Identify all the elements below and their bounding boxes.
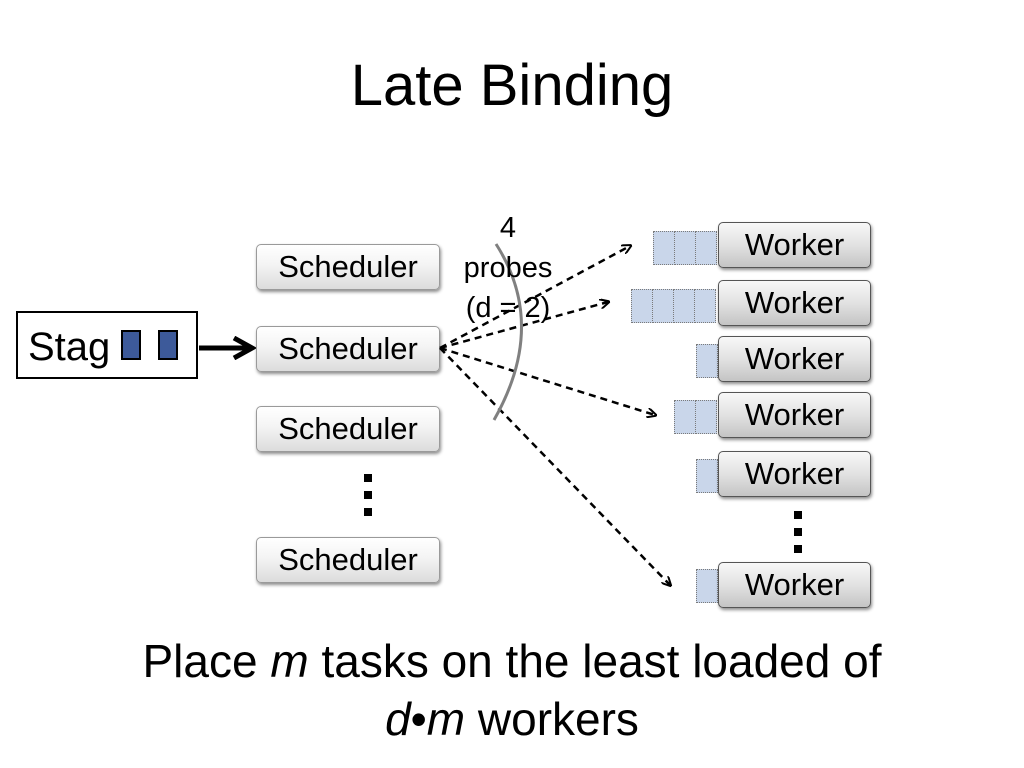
- task-block: [158, 330, 178, 360]
- worker-label: Worker: [744, 227, 845, 262]
- task-block: [121, 330, 141, 360]
- worker-box: Worker: [718, 222, 871, 268]
- worker-box: Worker: [718, 392, 871, 438]
- caption-m2: m: [426, 693, 466, 745]
- probe-arrow: [439, 302, 608, 350]
- probes-label: 4 probes (d = 2): [450, 208, 566, 328]
- worker-queue: [653, 231, 717, 265]
- scheduler-box: Scheduler: [256, 326, 440, 372]
- stage-label: Stag: [28, 325, 111, 369]
- worker-box: Worker: [718, 336, 871, 382]
- probes-param: (d = 2): [465, 292, 551, 324]
- worker-label: Worker: [744, 285, 845, 320]
- scheduler-label: Scheduler: [278, 249, 418, 284]
- probes-word: probes: [463, 252, 553, 284]
- scheduler-label: Scheduler: [278, 331, 418, 366]
- worker-queue: [696, 569, 718, 603]
- worker-label: Worker: [744, 341, 845, 376]
- scheduler-box: Scheduler: [256, 406, 440, 452]
- caption-d: d: [385, 693, 411, 745]
- caption-bullet: •: [410, 693, 427, 745]
- probes-count: 4: [499, 212, 517, 244]
- worker-label: Worker: [744, 456, 845, 491]
- probe-arc: [492, 243, 523, 421]
- worker-box: Worker: [718, 451, 871, 497]
- caption-pre: Place: [142, 635, 271, 687]
- slide-title: Late Binding: [350, 53, 674, 118]
- worker-ellipsis: [794, 511, 804, 562]
- scheduler-label: Scheduler: [278, 542, 418, 577]
- worker-queue: [696, 459, 718, 493]
- caption: Place m tasks on the least loaded of d•m…: [0, 632, 1024, 748]
- scheduler-ellipsis: [364, 474, 374, 525]
- scheduler-box: Scheduler: [256, 244, 440, 290]
- scheduler-box: Scheduler: [256, 537, 440, 583]
- worker-queue: [696, 344, 718, 378]
- worker-box: Worker: [718, 562, 871, 608]
- probe-arrow: [439, 346, 655, 415]
- worker-queue: [631, 289, 716, 323]
- worker-box: Worker: [718, 280, 871, 326]
- caption-m: m: [270, 635, 309, 687]
- scheduler-label: Scheduler: [278, 411, 418, 446]
- worker-queue: [674, 400, 717, 434]
- worker-label: Worker: [744, 567, 845, 602]
- caption-workers: workers: [465, 693, 639, 745]
- worker-label: Worker: [744, 397, 845, 432]
- caption-post: tasks on the least loaded of: [308, 635, 882, 687]
